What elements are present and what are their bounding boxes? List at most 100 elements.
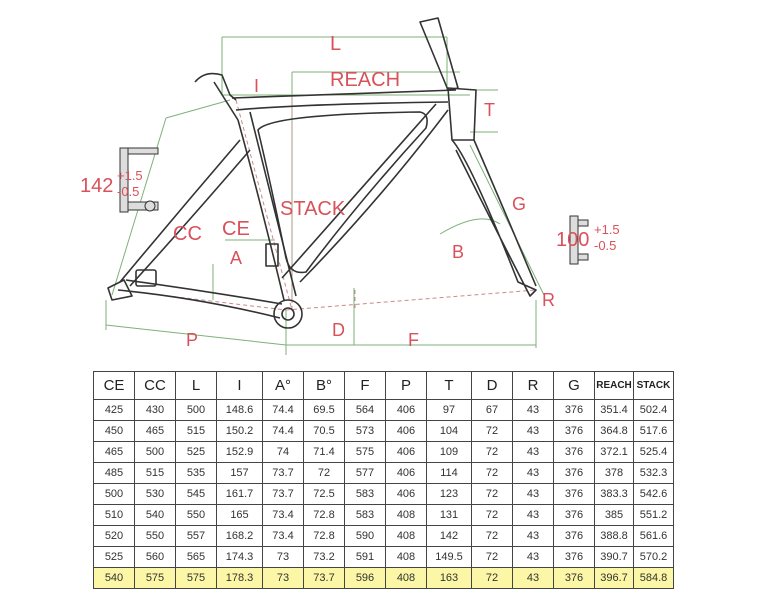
table-cell: 584.8 bbox=[633, 567, 674, 589]
table-cell: 149.5 bbox=[426, 546, 472, 568]
table-cell: 376 bbox=[553, 504, 595, 526]
table-cell: 550 bbox=[175, 504, 217, 526]
table-cell: 72.5 bbox=[303, 483, 345, 505]
table-cell: 376 bbox=[553, 483, 595, 505]
label-stack: STACK bbox=[280, 198, 346, 220]
table-cell: 408 bbox=[385, 546, 427, 568]
table-cell: 174.3 bbox=[216, 546, 263, 568]
column-header: G bbox=[553, 371, 595, 400]
column-header: L bbox=[175, 371, 217, 400]
table-cell: 72 bbox=[303, 462, 345, 484]
table-cell: 364.8 bbox=[594, 420, 634, 442]
table-cell: 43 bbox=[512, 567, 554, 589]
label-G: G bbox=[512, 194, 526, 214]
table-cell: 351.4 bbox=[594, 399, 634, 421]
table-cell: 542.6 bbox=[633, 483, 674, 505]
table-cell: 376 bbox=[553, 420, 595, 442]
rear-axle-icon bbox=[119, 147, 159, 213]
front-axle-icon bbox=[569, 215, 589, 265]
table-cell: 123 bbox=[426, 483, 472, 505]
table-cell: 131 bbox=[426, 504, 472, 526]
table-cell: 378 bbox=[594, 462, 634, 484]
table-cell: 376 bbox=[553, 525, 595, 547]
table-cell: 388.8 bbox=[594, 525, 634, 547]
table-cell: 43 bbox=[512, 504, 554, 526]
table-cell: 376 bbox=[553, 567, 595, 589]
table-cell: 450 bbox=[93, 420, 135, 442]
label-B: B bbox=[452, 242, 464, 262]
table-cell: 502.4 bbox=[633, 399, 674, 421]
table-cell: 540 bbox=[134, 504, 176, 526]
front-spacing-value: 100 bbox=[556, 229, 589, 251]
table-cell: 520 bbox=[93, 525, 135, 547]
label-reach: REACH bbox=[330, 69, 400, 91]
table-cell: 577 bbox=[344, 462, 386, 484]
table-cell: 43 bbox=[512, 483, 554, 505]
table-cell: 73.4 bbox=[262, 504, 304, 526]
table-cell: 72 bbox=[471, 567, 513, 589]
front-spacing-plus: +1.5 bbox=[594, 222, 620, 237]
column-header: CC bbox=[134, 371, 176, 400]
table-cell: 515 bbox=[134, 462, 176, 484]
table-cell: 465 bbox=[134, 420, 176, 442]
table-cell: 390.7 bbox=[594, 546, 634, 568]
frame-geometry-diagram: L I REACH T STACK G CC CE A B R D P F 14… bbox=[80, 17, 620, 355]
table-cell: 406 bbox=[385, 462, 427, 484]
table-cell: 73 bbox=[262, 546, 304, 568]
table-cell: 575 bbox=[175, 567, 217, 589]
front-spacing-minus: -0.5 bbox=[594, 238, 616, 253]
column-header: T bbox=[426, 371, 472, 400]
table-cell: 152.9 bbox=[216, 441, 263, 463]
label-P: P bbox=[186, 330, 198, 350]
table-cell: 114 bbox=[426, 462, 472, 484]
rear-spacing-minus: -0.5 bbox=[117, 184, 139, 199]
table-cell: 540 bbox=[93, 567, 135, 589]
table-cell: 570.2 bbox=[633, 546, 674, 568]
column-header: A° bbox=[262, 371, 304, 400]
table-cell: 550 bbox=[134, 525, 176, 547]
table-cell: 583 bbox=[344, 483, 386, 505]
table-cell: 74.4 bbox=[262, 399, 304, 421]
table-cell: 376 bbox=[553, 441, 595, 463]
table-cell: 517.6 bbox=[633, 420, 674, 442]
table-cell: 500 bbox=[134, 441, 176, 463]
table-cell: 406 bbox=[385, 420, 427, 442]
table-cell: 142 bbox=[426, 525, 472, 547]
table-cell: 560 bbox=[134, 546, 176, 568]
table-cell: 70.5 bbox=[303, 420, 345, 442]
table-cell: 376 bbox=[553, 462, 595, 484]
table-cell: 67 bbox=[471, 399, 513, 421]
table-cell: 575 bbox=[134, 567, 176, 589]
column-header: B° bbox=[303, 371, 345, 400]
rear-spacing-plus: +1.5 bbox=[117, 168, 143, 183]
table-cell: 591 bbox=[344, 546, 386, 568]
table-cell: 72 bbox=[471, 504, 513, 526]
table-cell: 530 bbox=[134, 483, 176, 505]
table-cell: 43 bbox=[512, 399, 554, 421]
table-cell: 43 bbox=[512, 420, 554, 442]
table-cell: 73.2 bbox=[303, 546, 345, 568]
column-header: CE bbox=[93, 371, 135, 400]
table-cell: 43 bbox=[512, 441, 554, 463]
table-cell: 485 bbox=[93, 462, 135, 484]
table-cell: 383.3 bbox=[594, 483, 634, 505]
table-cell: 73.4 bbox=[262, 525, 304, 547]
table-cell: 73.7 bbox=[303, 567, 345, 589]
table-cell: 532.3 bbox=[633, 462, 674, 484]
table-cell: 72 bbox=[471, 462, 513, 484]
table-cell: 71.4 bbox=[303, 441, 345, 463]
column-header: R bbox=[512, 371, 554, 400]
table-cell: 376 bbox=[553, 546, 595, 568]
table-cell: 500 bbox=[93, 483, 135, 505]
label-CE: CE bbox=[222, 218, 250, 240]
column-header: F bbox=[344, 371, 386, 400]
table-cell: 500 bbox=[175, 399, 217, 421]
table-cell: 525 bbox=[175, 441, 217, 463]
table-cell: 557 bbox=[175, 525, 217, 547]
table-cell: 406 bbox=[385, 441, 427, 463]
table-cell: 372.1 bbox=[594, 441, 634, 463]
